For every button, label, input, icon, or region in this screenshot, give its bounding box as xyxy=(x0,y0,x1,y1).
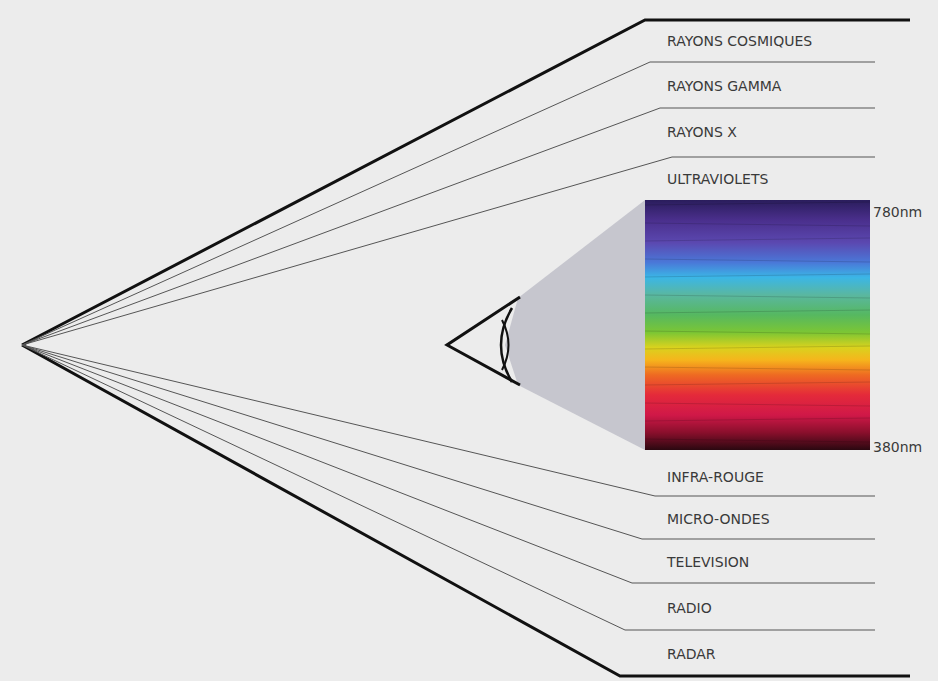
band-label: RADIO xyxy=(667,601,712,615)
eye-lens xyxy=(502,320,509,370)
band-label: MICRO-ONDES xyxy=(667,512,770,526)
vision-cone xyxy=(505,200,645,450)
band-label: RAYONS COSMIQUES xyxy=(667,34,812,48)
band-label: RAYONS X xyxy=(667,125,737,139)
band-label: TELEVISION xyxy=(667,555,749,569)
eye-symbol xyxy=(447,297,520,385)
wavelength-label: 380nm xyxy=(873,440,922,454)
visible-spectrum xyxy=(645,200,870,450)
band-label: RADAR xyxy=(667,647,716,661)
band-label: RAYONS GAMMA xyxy=(667,79,781,93)
spectrum-texture xyxy=(645,202,870,442)
band-label: INFRA-ROUGE xyxy=(667,470,764,484)
band-lines xyxy=(22,62,875,630)
eye-lens xyxy=(501,308,512,382)
band-label: ULTRAVIOLETS xyxy=(667,172,768,186)
wavelength-label: 780nm xyxy=(873,205,922,219)
